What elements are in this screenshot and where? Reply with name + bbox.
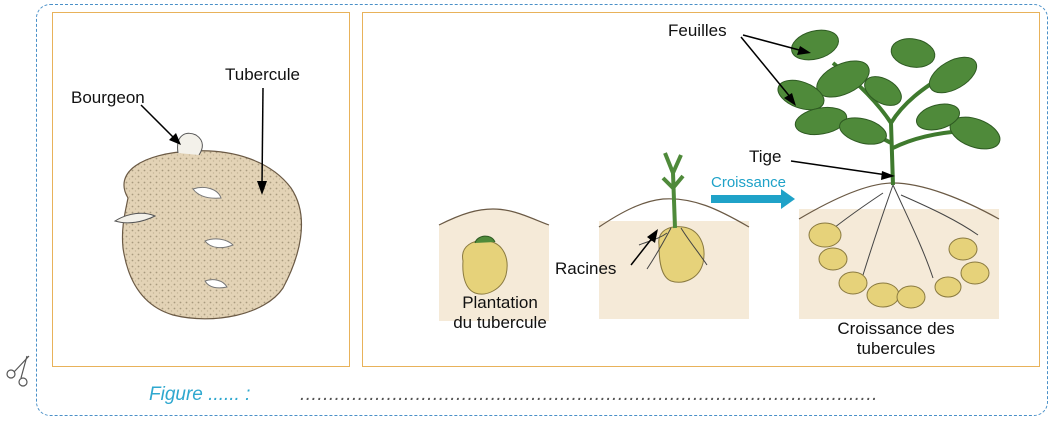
figure-caption: Figure ...... : <box>149 384 250 406</box>
racines-label: Racines <box>555 259 616 279</box>
feuilles-label: Feuilles <box>668 21 727 41</box>
tuber-illustration <box>53 13 351 368</box>
caption-fill-line: ........................................… <box>300 384 878 406</box>
croissance-des-line1: Croissance des <box>821 319 971 339</box>
croissance-tubercules-label: Croissance des tubercules <box>821 319 971 359</box>
plantation-line1: Plantation <box>435 293 565 313</box>
tige-label: Tige <box>749 147 781 167</box>
growth-panel: Feuilles Tige Racines Plantation du tube… <box>362 12 1040 367</box>
plantation-label: Plantation du tubercule <box>435 293 565 333</box>
plantation-line2: du tubercule <box>435 313 565 333</box>
tubercule-label: Tubercule <box>225 65 300 85</box>
croissance-arrow-label: Croissance <box>711 174 786 191</box>
croissance-des-line2: tubercules <box>821 339 971 359</box>
tuber-panel: Bourgeon Tubercule <box>52 12 350 367</box>
bourgeon-label: Bourgeon <box>71 88 145 108</box>
scissors-icon <box>3 352 33 392</box>
